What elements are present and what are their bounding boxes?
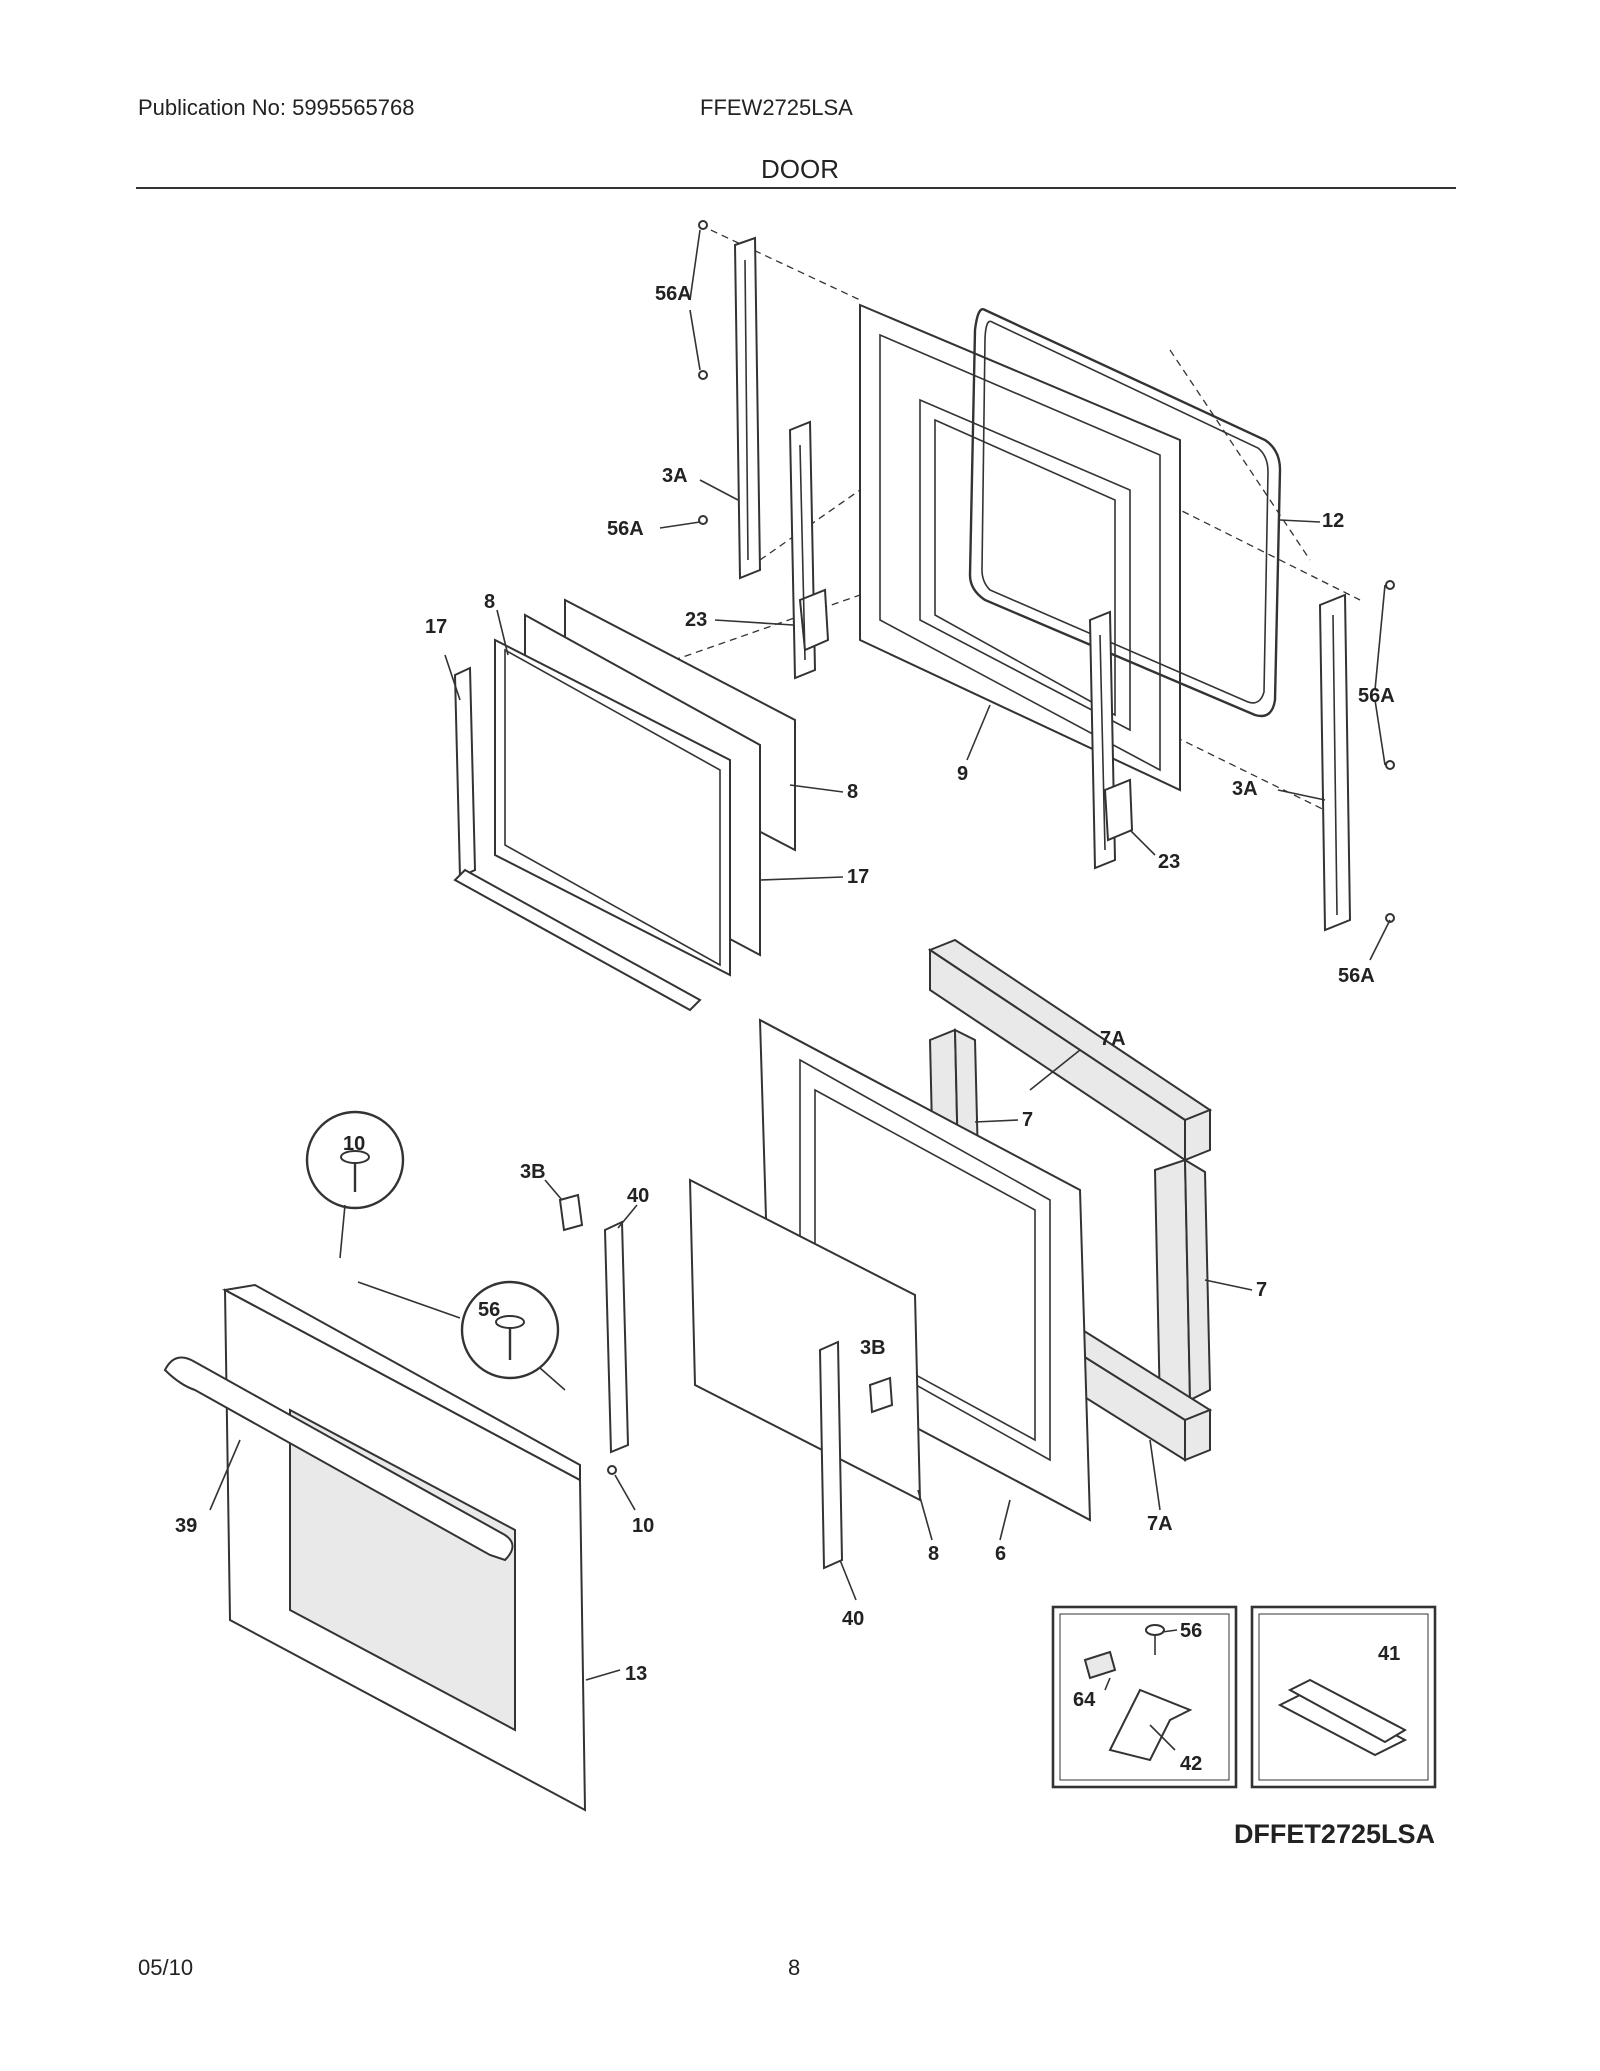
screw-10-mid <box>607 1465 636 1511</box>
retainer-lower <box>818 1340 844 1570</box>
callout-12: 12 <box>1322 510 1344 532</box>
callout-56a-left: 56A <box>607 518 644 540</box>
callout-17-right: 17 <box>847 866 869 888</box>
hinge-channel-left <box>733 236 762 580</box>
callout-23-right: 23 <box>1158 851 1180 873</box>
publication-number: Publication No: 5995565768 <box>138 95 415 120</box>
callout-3a-right: 3A <box>1232 778 1258 800</box>
callout-23-left: 23 <box>685 609 707 631</box>
door-gasket <box>968 308 1282 718</box>
callout-3a-left: 3A <box>662 465 688 487</box>
header-rule <box>136 187 1456 189</box>
hinge-channel-right <box>1318 593 1352 932</box>
callout-10-top: 10 <box>343 1133 365 1155</box>
clip-3b-top <box>544 1179 584 1232</box>
callout-10-mid: 10 <box>632 1515 654 1537</box>
clip-3b-mid <box>868 1376 894 1414</box>
variant-label: DFFET2725LSA <box>1234 1819 1435 1849</box>
callout-3b-top: 3B <box>520 1161 546 1183</box>
inset-bracket-41-box <box>1250 1605 1437 1789</box>
section-title: DOOR <box>761 154 839 184</box>
callout-56a-bottom: 56A <box>1338 965 1375 987</box>
callout-7a-top: 7A <box>1100 1028 1126 1050</box>
lower-leaders <box>839 1049 1253 1601</box>
footer-page-number: 8 <box>788 1955 801 1980</box>
glass-pack <box>453 598 796 1012</box>
insulation-7a-top <box>927 938 1213 1162</box>
callout-40-top: 40 <box>627 1185 649 1207</box>
screw-detail-10 <box>305 1110 405 1259</box>
callout-56-inset: 56 <box>1180 1620 1202 1642</box>
hinge-left <box>788 420 830 680</box>
callout-64: 64 <box>1073 1689 1096 1711</box>
model-number: FFEW2725LSA <box>700 95 853 120</box>
inset-bracket-box <box>1051 1605 1238 1789</box>
callout-56a-right: 56A <box>1358 685 1395 707</box>
callout-6: 6 <box>995 1543 1006 1565</box>
callout-7a-bottom: 7A <box>1147 1513 1173 1535</box>
callout-9: 9 <box>957 763 968 785</box>
door-handle <box>163 1356 514 1562</box>
callout-40-bottom: 40 <box>842 1608 864 1630</box>
outer-door-panel <box>221 1283 621 1812</box>
callout-17-left: 17 <box>425 616 447 638</box>
callout-56-center: 56 <box>478 1299 500 1321</box>
callout-8-back: 8 <box>847 781 858 803</box>
retainer-top <box>603 1204 638 1454</box>
hinge-right <box>1088 610 1134 870</box>
callout-8-front: 8 <box>484 591 495 613</box>
upper-leaders <box>444 229 1391 961</box>
screw-detail-56 <box>357 1280 566 1391</box>
callout-7-left: 7 <box>1022 1109 1033 1131</box>
callout-39: 39 <box>175 1515 197 1537</box>
callout-13: 13 <box>625 1663 647 1685</box>
callout-8-lower: 8 <box>928 1543 939 1565</box>
screws-56a <box>698 220 1395 923</box>
callout-3b-mid: 3B <box>860 1337 886 1359</box>
callout-42: 42 <box>1180 1753 1202 1775</box>
insulation-7-right <box>1153 1158 1212 1412</box>
callout-41: 41 <box>1378 1643 1400 1665</box>
callout-56a-top: 56A <box>655 283 692 305</box>
callout-7-right: 7 <box>1256 1279 1267 1301</box>
footer-date: 05/10 <box>138 1955 194 1980</box>
